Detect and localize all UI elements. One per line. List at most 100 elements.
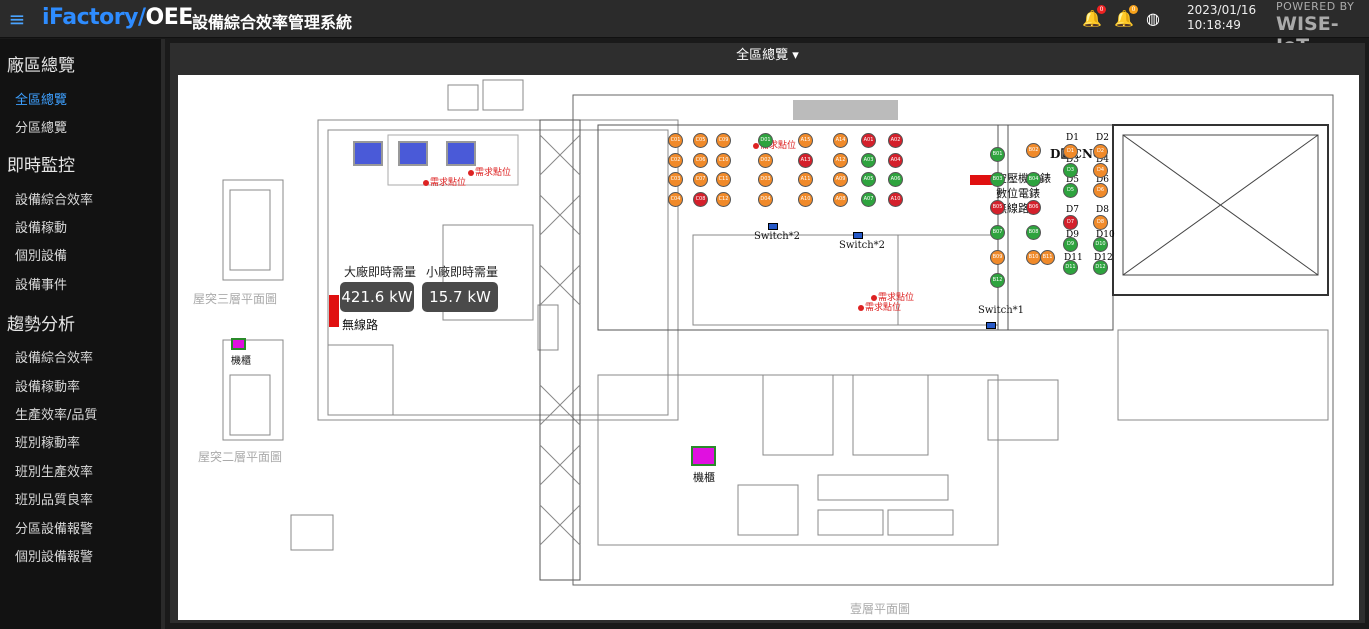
machine-status-dot[interactable]: B05 [990,200,1005,215]
alarm-bell-icon[interactable]: 🔔0 [1082,5,1106,29]
machine-status-dot[interactable]: B10 [1026,250,1041,265]
machine-status-dot[interactable]: A02 [888,133,903,148]
machine-status-dot[interactable]: A11 [798,172,813,187]
d-machine-label: D11 [1064,253,1083,263]
machine-status-dot[interactable]: C09 [716,133,731,148]
sidebar-item-tr-production[interactable]: 生產效率/品質 [15,408,98,423]
machine-status-dot[interactable]: A06 [888,172,903,187]
sidebar-item-rt-utilization[interactable]: 設備稼動 [15,221,68,236]
d-machine-label: D6 [1096,175,1109,185]
logo-text-part2: OEE [145,5,194,30]
machine-status-dot[interactable]: C08 [693,192,708,207]
sidebar-item-tr-utilization[interactable]: 設備稼動率 [15,380,81,395]
machine-status-dot[interactable]: D4 [1093,163,1108,178]
machine-status-dot[interactable]: A12 [833,153,848,168]
machine-status-dot[interactable]: B04 [1026,172,1041,187]
sidebar-item-tr-shift-prod[interactable]: 班別生產效率 [15,465,94,480]
machine-status-dot[interactable]: D02 [758,153,773,168]
machine-status-dot[interactable]: C12 [716,192,731,207]
machine-status-dot[interactable]: C04 [668,192,683,207]
rack-indicator [691,446,716,466]
machine-status-dot[interactable]: A13 [798,153,813,168]
d-machine-label: D10 [1096,230,1115,240]
sidebar-item-tr-shift-util[interactable]: 班別稼動率 [15,436,81,451]
machine-status-dot[interactable]: A04 [888,153,903,168]
meter-indicator [329,295,339,327]
meter-large-plant[interactable]: 421.6 kW [340,282,414,312]
meter-label-large: 大廠即時需量 [344,265,417,279]
switch-icon[interactable] [853,232,863,239]
req-point: 需求點位 [423,175,466,188]
meter-small-plant[interactable]: 15.7 kW [422,282,498,312]
view-select-dropdown[interactable]: 全區總覽 ▾ [736,48,799,63]
machine-status-dot[interactable]: A15 [798,133,813,148]
machine-status-dot[interactable]: D04 [758,192,773,207]
caption-roof3: 屋突三層平面圖 [193,292,278,306]
switch-icon[interactable] [768,223,778,230]
machine-status-dot[interactable]: D12 [1093,260,1108,275]
machine-status-dot[interactable]: B07 [990,225,1005,240]
machine-status-dot[interactable]: B12 [990,273,1005,288]
machine-status-dot[interactable]: D5 [1063,183,1078,198]
machine-status-dot[interactable]: A10 [888,192,903,207]
machine-status-dot[interactable]: C11 [716,172,731,187]
machine-status-dot[interactable]: C03 [668,172,683,187]
top-bar: ≡ iFactory/OEE 設備綜合效率管理系統 🔔0 🔔0 ◍ 2023/0… [0,0,1369,57]
d-machine-label: D9 [1066,230,1079,240]
machine-status-dot[interactable]: A03 [861,153,876,168]
machine-status-dot[interactable]: C10 [716,153,731,168]
machine-status-dot[interactable]: D2 [1093,144,1108,159]
machine-status-dot[interactable]: B02 [1026,143,1041,158]
machine-status-dot[interactable]: C01 [668,133,683,148]
menu-icon[interactable]: ≡ [8,7,26,31]
machine-status-dot[interactable]: D1 [1063,144,1078,159]
notification-badge: 0 [1129,5,1138,14]
machine-status-dot[interactable]: C07 [693,172,708,187]
machine-status-dot[interactable]: A07 [861,192,876,207]
sidebar-item-rt-individual[interactable]: 個別設備 [15,249,68,264]
machine-status-dot[interactable]: D11 [1063,260,1078,275]
date: 2023/01/16 [1187,3,1257,17]
sidebar-item-tr-zone-alarm[interactable]: 分區設備報警 [15,522,94,537]
machine-status-dot[interactable]: B03 [990,172,1005,187]
machine-status-dot[interactable]: B01 [990,147,1005,162]
machine-status-dot[interactable]: A08 [833,192,848,207]
logo: iFactory/OEE [42,5,193,30]
globe-icon[interactable]: ◍ [1146,9,1160,28]
sidebar-item-rt-oee[interactable]: 設備綜合效率 [15,193,94,208]
caption-roof2: 屋突二層平面圖 [198,450,283,464]
machine-status-dot[interactable]: D03 [758,172,773,187]
notification-bell-icon[interactable]: 🔔0 [1114,5,1138,29]
machine-status-dot[interactable]: B09 [990,250,1005,265]
sidebar-section-overview: 廠區總覽 [7,56,75,76]
machine-status-dot[interactable]: D6 [1093,183,1108,198]
machine-status-dot[interactable]: A10 [798,192,813,207]
switch-icon[interactable] [986,322,996,329]
machine-status-dot[interactable]: D01 [758,133,773,148]
machine-status-dot[interactable]: C02 [668,153,683,168]
machine-status-dot[interactable]: A05 [861,172,876,187]
sidebar-item-tr-shift-quality[interactable]: 班別品質良率 [15,493,94,508]
sidebar-item-tr-oee[interactable]: 設備綜合效率 [15,351,94,366]
d-machine-label: D2 [1096,133,1109,143]
machine-status-dot[interactable]: D3 [1063,163,1078,178]
sidebar-item-zone-overview[interactable]: 分區總覽 [15,121,68,136]
rack-label: 機櫃 [231,356,251,367]
machine-status-dot[interactable]: B11 [1040,250,1055,265]
machine-status-dot[interactable]: C06 [693,153,708,168]
sidebar-item-rt-events[interactable]: 設備事件 [15,278,68,293]
compressor-indicator [970,175,995,185]
sidebar-item-site-overview[interactable]: 全區總覽 [15,93,68,108]
machine-status-dot[interactable]: A14 [833,133,848,148]
machine-status-dot[interactable]: D7 [1063,215,1078,230]
machine-status-dot[interactable]: A09 [833,172,848,187]
machine-status-dot[interactable]: D10 [1093,237,1108,252]
machine-status-dot[interactable]: B06 [1026,200,1041,215]
digital-meter-label: 數位電錶 [996,187,1040,200]
machine-status-dot[interactable]: A01 [861,133,876,148]
sidebar-item-tr-device-alarm[interactable]: 個別設備報警 [15,550,94,565]
machine-status-dot[interactable]: D9 [1063,237,1078,252]
machine-status-dot[interactable]: B08 [1026,225,1041,240]
machine-status-dot[interactable]: C05 [693,133,708,148]
machine-status-dot[interactable]: D8 [1093,215,1108,230]
